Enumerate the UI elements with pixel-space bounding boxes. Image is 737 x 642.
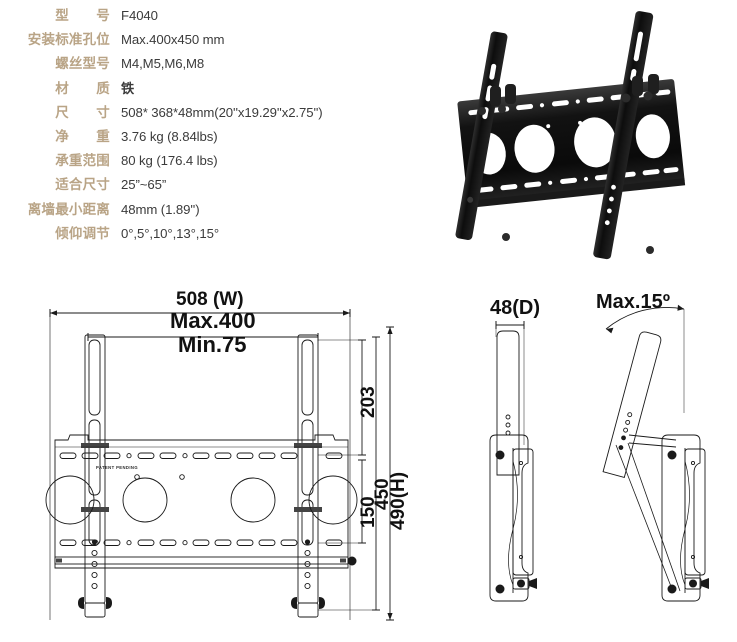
spec-row: 离墙最小距离 48mm (1.89'') [0, 198, 380, 222]
spec-value-screen-size: 25”~65” [121, 177, 167, 193]
mount-right-arm [593, 11, 654, 260]
product-photo-image [455, 11, 686, 260]
spec-value-model: F4040 [121, 8, 158, 23]
spec-label-screw: 螺丝型号 [55, 56, 110, 73]
dim-label-depth: 48(D) [490, 297, 541, 319]
spec-row: 倾仰调节 0°,5°,10°,13°,15° [0, 222, 380, 246]
side-view-drawing [489, 321, 537, 602]
dim-label-height: 490(H) [388, 471, 409, 530]
spec-label-wall-distance: 离墙最小距离 [27, 201, 110, 218]
dim-label-203: 203 [358, 386, 379, 418]
mount-adjustment-knobs [478, 74, 659, 254]
spec-label-net-weight: 净 重 [55, 128, 110, 145]
tilt-view-drawing [602, 304, 709, 602]
spec-label-vesa: 安装标准孔位 [27, 32, 110, 49]
spec-row: 适合尺寸 25”~65” [0, 173, 380, 197]
spec-value-vesa: Max.400x450 mm [121, 32, 225, 48]
dim-label-width: 508 (W) [176, 289, 244, 310]
spec-value-material: 铁 [121, 81, 135, 97]
specification-table: 型 号 F4040 安装标准孔位 Max.400x450 mm 螺丝型号 M4,… [0, 4, 380, 246]
spec-row: 尺 寸 508* 368*48mm(20''x19.29''x2.75'') [0, 101, 380, 125]
dim-label-tilt: Max.15º [596, 291, 671, 313]
spec-value-tilt-angle: 0°,5°,10°,13°,15° [121, 225, 219, 241]
spec-row: 承重范围 80 kg (176.4 lbs) [0, 149, 380, 173]
spec-row: 型 号 F4040 [0, 4, 380, 28]
technical-drawings: PATENT PENDING 508 (W) Max.400 Min.75 20… [0, 285, 737, 637]
dim-label-min-hole: Min.75 [178, 332, 247, 357]
technical-drawings-svg: PATENT PENDING [45, 304, 709, 621]
front-view-drawing [45, 309, 394, 621]
product-photo [410, 2, 730, 272]
spec-label-model: 型 号 [55, 8, 110, 24]
spec-label-load-capacity: 承重范围 [55, 153, 110, 170]
spec-value-size: 508* 368*48mm(20''x19.29''x2.75'') [121, 104, 323, 120]
patent-pending-text: PATENT PENDING [96, 465, 138, 470]
spec-value-net-weight: 3.76 kg (8.84lbs) [121, 128, 218, 144]
spec-value-load-capacity: 80 kg (176.4 lbs) [121, 153, 218, 169]
spec-row: 安装标准孔位 Max.400x450 mm [0, 28, 380, 52]
spec-value-screw: M4,M5,M6,M8 [121, 56, 205, 72]
spec-row: 螺丝型号 M4,M5,M6,M8 [0, 52, 380, 76]
spec-label-material: 材 质 [55, 80, 110, 97]
spec-label-screen-size: 适合尺寸 [55, 177, 110, 194]
spec-value-wall-distance: 48mm (1.89'') [121, 201, 200, 217]
spec-label-size: 尺 寸 [55, 104, 110, 121]
spec-label-tilt-angle: 倾仰调节 [55, 225, 110, 242]
spec-row: 材 质 铁 [0, 77, 380, 101]
dim-label-max-hole: Max.400 [170, 308, 256, 333]
spec-row: 净 重 3.76 kg (8.84lbs) [0, 125, 380, 149]
